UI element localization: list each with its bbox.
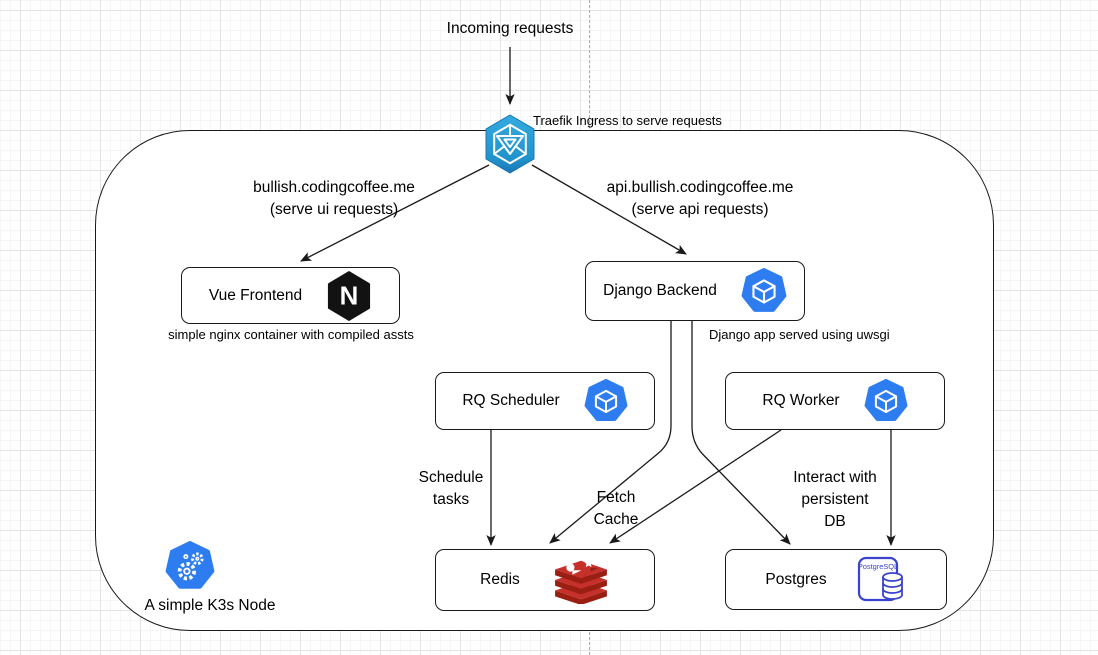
- route-api-desc: (serve api requests): [631, 201, 769, 218]
- vue-frontend-label: Vue Frontend: [208, 286, 303, 304]
- k3s-node-note[interactable]: A simple K3s Node: [144, 597, 276, 614]
- edge-label-schedule-tasks[interactable]: Schedule tasks: [419, 467, 484, 511]
- nginx-icon[interactable]: N: [326, 270, 372, 321]
- vue-frontend-note[interactable]: simple nginx container with compiled ass…: [168, 327, 414, 342]
- edge-worker-to-redis[interactable]: [609, 429, 782, 544]
- edge-traefik-to-vue[interactable]: [300, 164, 490, 262]
- route-api-host: api.bullish.codingcoffee.me: [606, 179, 794, 196]
- route-label-api[interactable]: api.bullish.codingcoffee.me (serve api r…: [607, 177, 794, 221]
- rq-scheduler-node[interactable]: RQ Scheduler: [435, 372, 655, 430]
- redis-node[interactable]: Redis: [435, 549, 655, 611]
- route-label-ui[interactable]: bullish.codingcoffee.me (serve ui reques…: [253, 177, 415, 221]
- container-icon[interactable]: [584, 379, 628, 423]
- interact-line-2: persistent: [801, 491, 869, 508]
- rq-worker-label: RQ Worker: [762, 392, 840, 409]
- fetch-line-1: Fetch: [596, 489, 636, 506]
- edge-traefik-to-django[interactable]: [531, 164, 687, 255]
- edge-label-fetch-cache[interactable]: Fetch Cache: [594, 487, 639, 531]
- svg-text:N: N: [340, 282, 359, 310]
- schedule-line-1: Schedule: [418, 469, 484, 486]
- interact-line-3: DB: [824, 513, 846, 530]
- rq-worker-node[interactable]: RQ Worker: [725, 372, 945, 430]
- traefik-ingress-icon[interactable]: [483, 114, 537, 174]
- redis-icon[interactable]: [552, 556, 610, 605]
- container-icon[interactable]: [864, 379, 908, 423]
- vue-frontend-node[interactable]: Vue Frontend N: [181, 267, 400, 324]
- postgres-node[interactable]: Postgres PostgreSQL: [725, 549, 947, 610]
- postgres-label: Postgres: [765, 570, 827, 588]
- incoming-requests-label[interactable]: Incoming requests: [446, 20, 574, 37]
- route-ui-desc: (serve ui requests): [269, 201, 399, 218]
- edge-django-to-postgres[interactable]: [691, 321, 791, 545]
- rq-scheduler-label: RQ Scheduler: [462, 392, 560, 409]
- django-backend-label: Django Backend: [603, 282, 717, 299]
- schedule-line-2: tasks: [432, 491, 470, 508]
- container-icon[interactable]: [741, 267, 787, 314]
- k3s-icon[interactable]: [165, 541, 215, 591]
- redis-label: Redis: [480, 571, 520, 588]
- django-backend-note[interactable]: Django app served using uwsgi: [709, 327, 890, 342]
- postgresql-icon[interactable]: PostgreSQL: [857, 556, 907, 604]
- fetch-line-2: Cache: [593, 511, 639, 528]
- edge-label-interact-db[interactable]: Interact with persistent DB: [793, 467, 877, 533]
- interact-line-1: Interact with: [793, 469, 877, 486]
- route-ui-host: bullish.codingcoffee.me: [253, 179, 415, 196]
- edge-django-to-redis[interactable]: [549, 321, 672, 544]
- postgresql-icon-text: PostgreSQL: [857, 562, 897, 571]
- django-backend-node[interactable]: Django Backend: [585, 261, 805, 321]
- traefik-ingress-note[interactable]: Traefik Ingress to serve requests: [533, 113, 722, 128]
